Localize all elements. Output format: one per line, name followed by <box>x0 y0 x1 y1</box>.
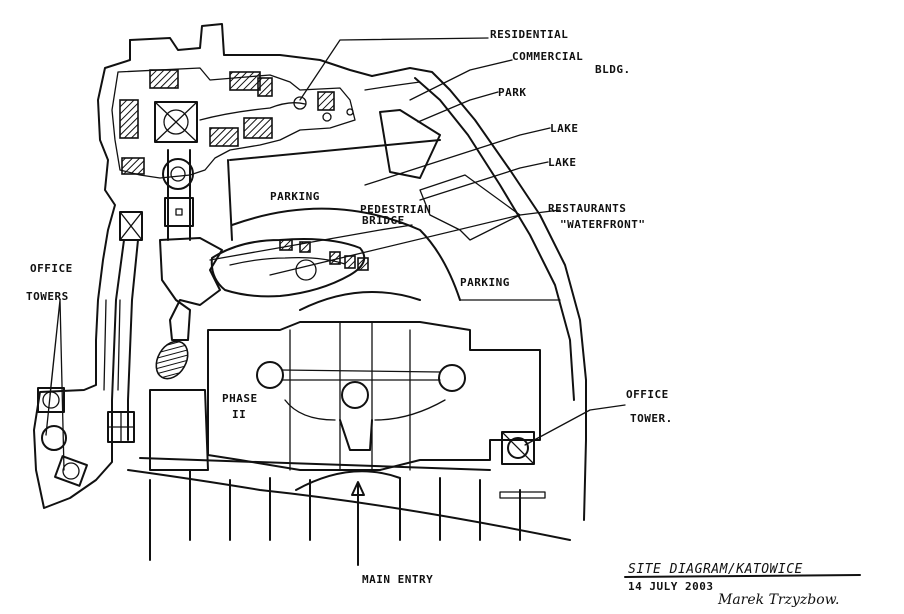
label-residential: RESIDENTIAL <box>490 28 568 41</box>
label-lake-1: LAKE <box>550 122 579 135</box>
label-parking-lower: PARKING <box>460 276 510 289</box>
roads-south <box>127 457 571 566</box>
residential-block-2 <box>229 71 261 91</box>
label-park: PARK <box>498 86 527 99</box>
residential-block-5 <box>243 117 273 139</box>
lake-west <box>155 237 223 380</box>
leader-lines <box>45 37 626 471</box>
label-bridge: BRIDGE <box>362 214 405 227</box>
lake-east <box>210 238 369 298</box>
label-office-tower-2: TOWER. <box>630 412 673 425</box>
label-phase-two: II <box>232 408 246 421</box>
label-lake-2: LAKE <box>548 156 577 169</box>
office-tower-east <box>501 431 535 465</box>
residential-block-6 <box>121 157 145 175</box>
label-office-towers: OFFICE <box>30 262 73 275</box>
residential-block-4 <box>209 127 239 147</box>
signature: Marek Trzyzbow. <box>717 592 839 608</box>
residential-block-3 <box>119 99 139 139</box>
label-phase: PHASE <box>222 392 258 405</box>
pedestrian-spine <box>103 149 194 441</box>
title-underline <box>624 574 861 578</box>
residential-block-1 <box>149 69 179 89</box>
residential-buildings <box>111 67 421 179</box>
label-office-tower: OFFICE <box>626 388 669 401</box>
label-restaurants: RESTAURANTS <box>548 202 626 215</box>
main-complex <box>207 321 541 471</box>
office-towers-west <box>37 387 135 487</box>
residential-block-8 <box>257 77 273 97</box>
title-site-diagram: SITE DIAGRAM/KATOWICE <box>628 562 803 577</box>
label-office-towers-2: TOWERS <box>26 290 69 303</box>
label-commercial: COMMERCIAL <box>512 50 583 63</box>
label-commercial-bldg: BLDG. <box>595 63 631 76</box>
parking-and-commercial <box>227 109 561 311</box>
courtyard-square <box>154 101 198 143</box>
label-pedestrian: PEDESTRIAN <box>360 203 431 216</box>
phase-two-building <box>149 389 209 471</box>
site-perimeter <box>33 23 587 521</box>
residential-block-7 <box>317 91 335 111</box>
label-waterfront: "WATERFRONT" <box>560 218 645 231</box>
label-parking-upper: PARKING <box>270 190 320 203</box>
label-main-entry: MAIN ENTRY <box>362 573 433 586</box>
title-date: 14 JULY 2003 <box>628 580 713 593</box>
